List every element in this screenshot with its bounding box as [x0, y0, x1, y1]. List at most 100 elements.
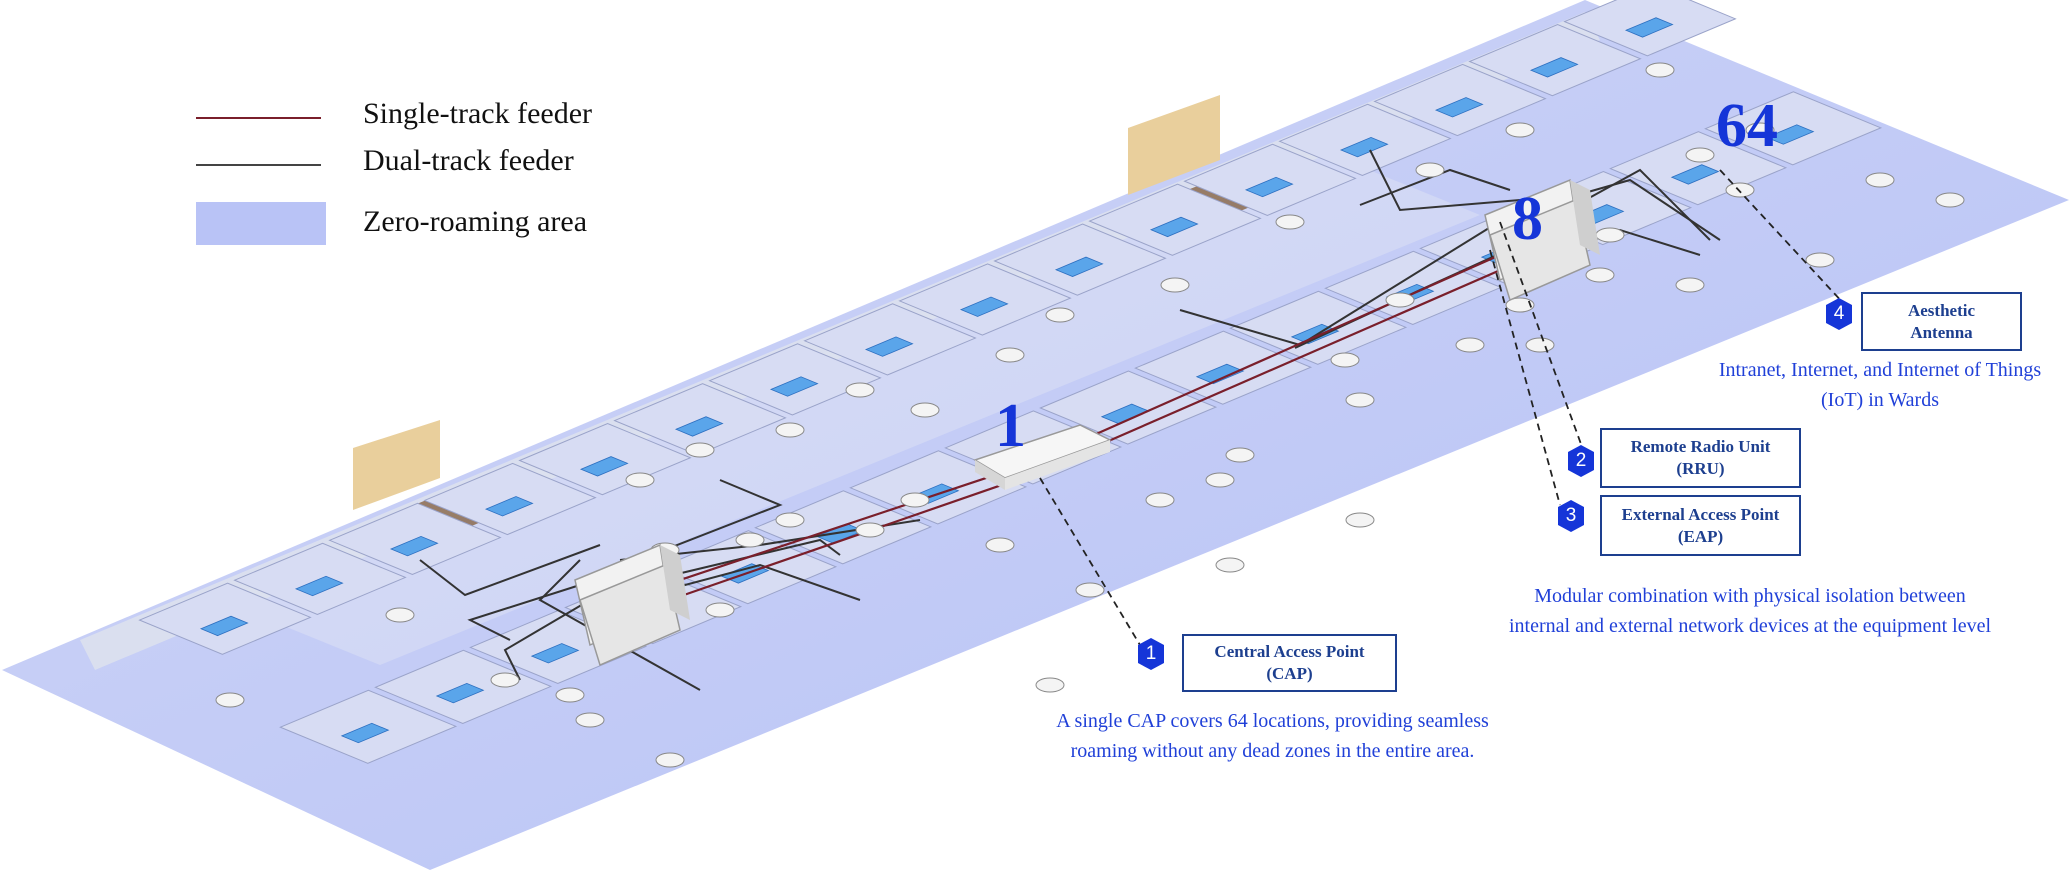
ceiling-antenna-icon: [1035, 677, 1065, 693]
legend-single-track-line: [196, 117, 321, 119]
patient-bed: [340, 722, 390, 744]
ceiling-antenna-icon: [1345, 512, 1375, 528]
leader-eap: [1489, 249, 1561, 506]
ceiling-antenna-icon: [1075, 582, 1105, 598]
modular-description-line-1: Modular combination with physical isolat…: [1534, 585, 1966, 607]
patient-bed: [1765, 124, 1815, 145]
single-track-feeder: [1064, 266, 1506, 462]
ceiling-antenna-icon: [705, 602, 735, 618]
callout-rru: Remote Radio Unit (RRU): [1600, 428, 1801, 488]
patient-bed: [1054, 256, 1104, 277]
ceiling-antenna-icon: [775, 512, 805, 528]
ceiling-antenna-icon: [1645, 62, 1675, 78]
dual-track-feeder: [538, 559, 701, 691]
leader-antenna: [1719, 169, 1846, 306]
modular-description-line-2: internal and external network devices at…: [1508, 615, 1992, 637]
ceiling-antenna-icon: [1505, 297, 1535, 313]
legend-dual-track-line: [196, 164, 321, 166]
badge-cap: 1: [1135, 638, 1167, 670]
ceiling-antennas: [215, 62, 1965, 768]
ceiling-antenna-icon: [845, 382, 875, 398]
legend-single-track-label: Single-track feeder: [363, 97, 593, 130]
single-track-feeders: [649, 253, 1506, 607]
ceiling-antenna-icon: [1415, 162, 1445, 178]
ceiling-antenna-icon: [1725, 182, 1755, 198]
patient-bed: [1195, 363, 1245, 385]
ceiling-antenna-icon: [1275, 214, 1305, 230]
badge-rru: 2: [1565, 445, 1597, 477]
ceiling-antenna-icon: [555, 687, 585, 703]
patient-bed: [864, 336, 914, 357]
dual-track-feeder: [503, 599, 591, 681]
patient-bed: [389, 535, 439, 557]
antenna-description-line-2: (IoT) in Wards: [1821, 389, 1939, 411]
patient-bed: [1244, 176, 1294, 198]
corridor: [220, 150, 1480, 665]
ceiling-antenna-icon: [685, 442, 715, 458]
ceiling-antenna-icon: [1595, 227, 1625, 243]
ceiling-antenna-icon: [1345, 392, 1375, 408]
patient-bed: [1529, 57, 1579, 78]
leader-lines: [1039, 169, 1846, 646]
callout-cap: Central Access Point (CAP): [1182, 634, 1397, 692]
ceiling-antenna-icon: [1525, 337, 1555, 353]
rru-device-left: [574, 543, 690, 667]
callout-eap: External Access Point (EAP): [1600, 495, 1801, 556]
ceiling-antenna-icon: [1805, 252, 1835, 268]
single-track-feeder: [654, 468, 1046, 607]
ceiling-antenna-icon: [490, 672, 520, 688]
ceiling-antenna-icon: [625, 472, 655, 488]
rru-count: 8: [1512, 185, 1543, 253]
legend-zero-roaming-swatch: [196, 202, 326, 245]
ceiling-antenna-icon: [1225, 447, 1255, 463]
ceiling-antenna-icon: [1215, 557, 1245, 573]
patient-bed: [579, 456, 629, 477]
patient-bed: [1339, 136, 1389, 158]
patient-bed: [530, 643, 580, 664]
ceiling-antenna-icon: [1865, 172, 1895, 188]
rru-device-right: [1484, 178, 1600, 302]
nurse-station-wall-left: [353, 420, 440, 510]
cap-device: [973, 424, 1112, 490]
ceiling-antenna-icon: [1385, 292, 1415, 308]
badge-antenna: 4: [1823, 298, 1855, 330]
ceiling-antenna-icon: [575, 712, 605, 728]
ceiling-antenna-icon: [735, 532, 765, 548]
cap-description-line-1: A single CAP covers 64 locations, provid…: [1056, 710, 1489, 732]
patient-bed: [1624, 17, 1674, 38]
ceiling-antenna-icon: [995, 347, 1025, 363]
patient-bed: [674, 416, 724, 437]
ceiling-antenna-icon: [1685, 147, 1715, 163]
ceiling-antenna-icon: [1505, 122, 1535, 138]
antenna-description-line-1: Intranet, Internet, and Internet of Thin…: [1718, 359, 2042, 381]
ceiling-antenna-icon: [1675, 277, 1705, 293]
patient-bed: [1670, 164, 1720, 185]
locations-count: 64: [1716, 92, 1778, 160]
ceiling-antenna-icon: [1205, 472, 1235, 488]
ceiling-antenna-icon: [1330, 352, 1360, 368]
modular-description: Modular combination with physical isolat…: [1470, 581, 2030, 641]
ceiling-antenna-icon: [910, 402, 940, 418]
patient-bed: [435, 682, 485, 704]
patient-bed: [1434, 97, 1484, 118]
legend-dual-track-label: Dual-track feeder: [363, 144, 574, 177]
leader-cap: [1039, 477, 1141, 646]
dual-track-feeder: [419, 544, 601, 597]
ceiling-antenna-icon: [1160, 277, 1190, 293]
single-track-feeder: [1059, 253, 1501, 452]
badge-eap: 3: [1555, 500, 1587, 532]
ceiling-antenna-icon: [385, 607, 415, 623]
ceiling-antenna-icon: [1935, 192, 1965, 208]
leader-rru: [1499, 221, 1586, 456]
ceiling-antenna-icon: [1455, 337, 1485, 353]
ceiling-antenna-icon: [1045, 307, 1075, 323]
ceiling-antenna-icon: [855, 522, 885, 538]
ceiling-antenna-icon: [1145, 492, 1175, 508]
cap-description-line-2: roaming without any dead zones in the en…: [1070, 740, 1475, 762]
legend-zero-roaming-label: Zero-roaming area: [363, 205, 588, 238]
cap-count: 1: [995, 392, 1026, 460]
dual-track-feeder: [1369, 149, 1521, 212]
ceiling-antenna-icon: [1585, 267, 1615, 283]
patient-bed: [1149, 216, 1199, 238]
